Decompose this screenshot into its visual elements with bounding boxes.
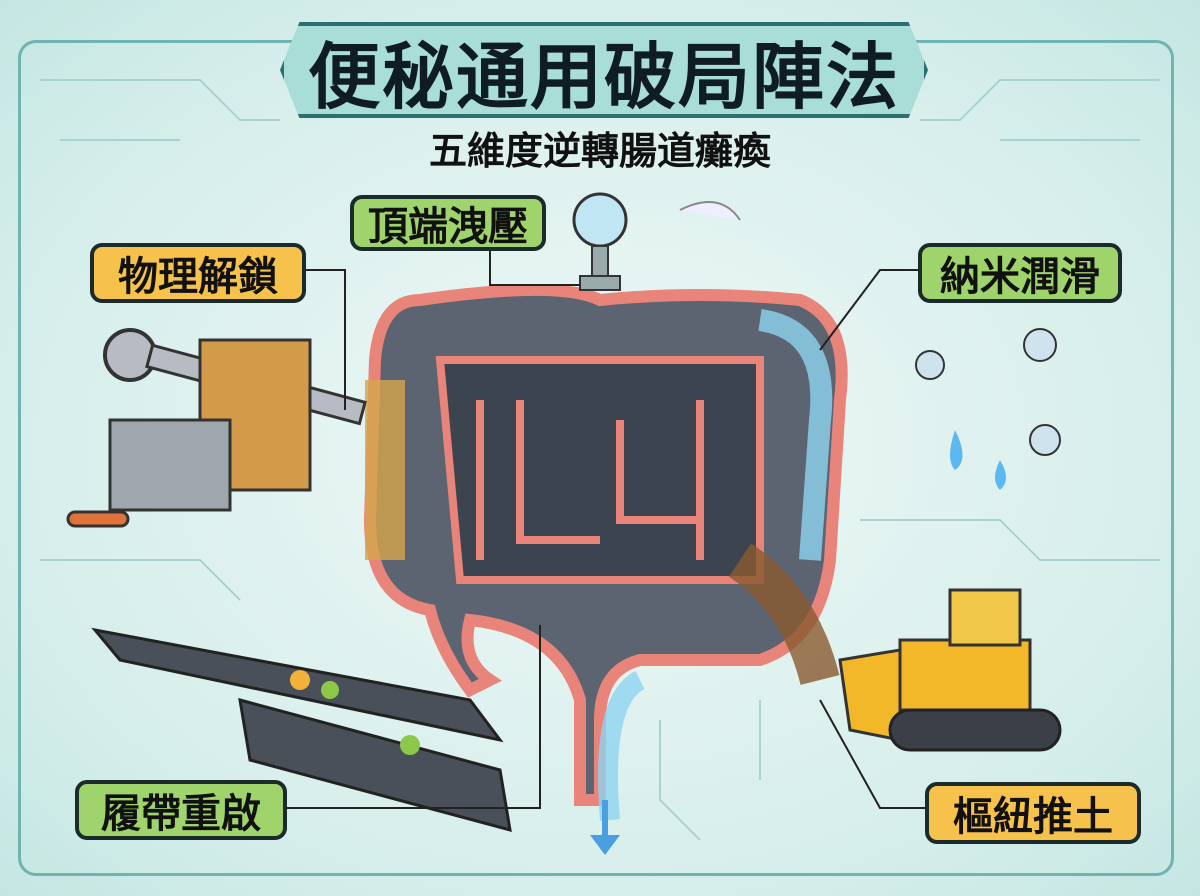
intestine-illustration <box>363 284 848 855</box>
label-top-relief: 頂端洩壓 <box>350 195 546 251</box>
label-hub-bulldoze: 樞紐推土 <box>925 782 1141 844</box>
bulldozer-illustration <box>838 588 1062 752</box>
drill-key-machine-illustration <box>66 328 367 528</box>
circuit-lines <box>40 79 1160 841</box>
conveyor-belt-illustration <box>91 627 512 833</box>
pressure-valve-icon <box>572 192 741 291</box>
page-title: 便秘通用破局陣法 <box>307 34 900 119</box>
label-physical-unlock: 物理解鎖 <box>90 243 306 303</box>
nanobots-illustration <box>915 328 1061 490</box>
label-nano-lubrication: 納米潤滑 <box>918 243 1122 303</box>
callout-lines <box>285 245 925 809</box>
label-track-restart: 履帶重啟 <box>75 780 287 840</box>
page-subtitle: 五維度逆轉腸道癱瘓 <box>428 129 771 173</box>
title-banner: 便秘通用破局陣法 <box>280 22 928 118</box>
